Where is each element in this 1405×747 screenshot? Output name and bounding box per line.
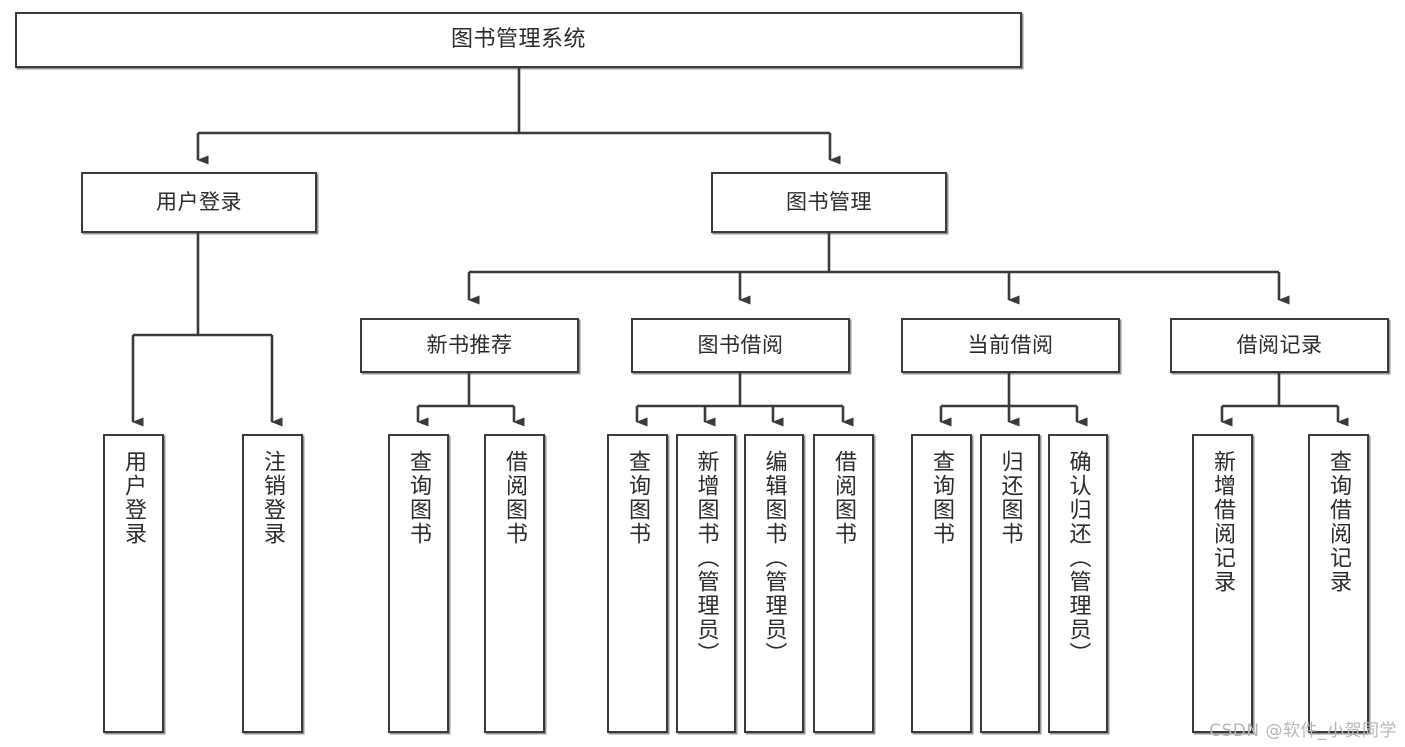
node-label: 用户登录	[121, 450, 147, 546]
node-label: 借阅记录	[1236, 333, 1323, 358]
node-label: 查询借阅记录	[1326, 450, 1352, 594]
node-label: 当前借阅	[967, 333, 1054, 358]
leaf-user-login-logout[interactable]: 注销登录	[242, 434, 303, 733]
node-borrow-records[interactable]: 借阅记录	[1170, 318, 1389, 373]
node-label: 图书借阅	[697, 333, 784, 358]
leaf-user-login-login[interactable]: 用户登录	[103, 434, 164, 733]
leaf-records-query-record[interactable]: 查询借阅记录	[1308, 434, 1369, 733]
node-label: 确认归还（管理员）	[1065, 450, 1091, 666]
leaf-current-return-book[interactable]: 归还图书	[980, 434, 1040, 733]
node-label: 新增借阅记录	[1210, 450, 1236, 594]
node-root-system[interactable]: 图书管理系统	[15, 12, 1022, 68]
node-label: 借阅图书	[502, 450, 528, 546]
node-label: 查询图书	[406, 450, 432, 546]
node-label: 注销登录	[260, 450, 286, 546]
node-label: 图书管理	[786, 190, 872, 215]
leaf-borrow-query-book[interactable]: 查询图书	[607, 434, 668, 733]
node-current-borrow[interactable]: 当前借阅	[901, 318, 1120, 373]
node-label: 图书管理系统	[450, 27, 586, 53]
leaf-recommend-borrow-book[interactable]: 借阅图书	[484, 434, 545, 733]
node-new-book-recommend[interactable]: 新书推荐	[360, 318, 579, 373]
node-label: 新书推荐	[426, 333, 513, 358]
node-label: 编辑图书（管理员）	[761, 450, 787, 666]
leaf-borrow-edit-book[interactable]: 编辑图书（管理员）	[744, 434, 804, 733]
leaf-recommend-query-book[interactable]: 查询图书	[388, 434, 449, 733]
node-book-management[interactable]: 图书管理	[711, 172, 947, 233]
csdn-watermark: CSDN @软件_小贺同学	[1209, 721, 1397, 741]
leaf-borrow-add-book[interactable]: 新增图书（管理员）	[676, 434, 736, 733]
leaf-records-add-record[interactable]: 新增借阅记录	[1192, 434, 1253, 733]
node-label: 归还图书	[997, 450, 1023, 546]
node-label: 借阅图书	[831, 450, 857, 546]
leaf-current-query-book[interactable]: 查询图书	[911, 434, 972, 733]
node-label: 新增图书（管理员）	[693, 450, 719, 666]
node-label: 查询图书	[625, 450, 651, 546]
node-label: 查询图书	[929, 450, 955, 546]
node-label: 用户登录	[156, 190, 242, 215]
leaf-borrow-borrow-book[interactable]: 借阅图书	[813, 434, 874, 733]
node-user-login[interactable]: 用户登录	[81, 172, 317, 233]
leaf-current-confirm-return[interactable]: 确认归还（管理员）	[1048, 434, 1108, 733]
node-book-borrow[interactable]: 图书借阅	[631, 318, 850, 373]
